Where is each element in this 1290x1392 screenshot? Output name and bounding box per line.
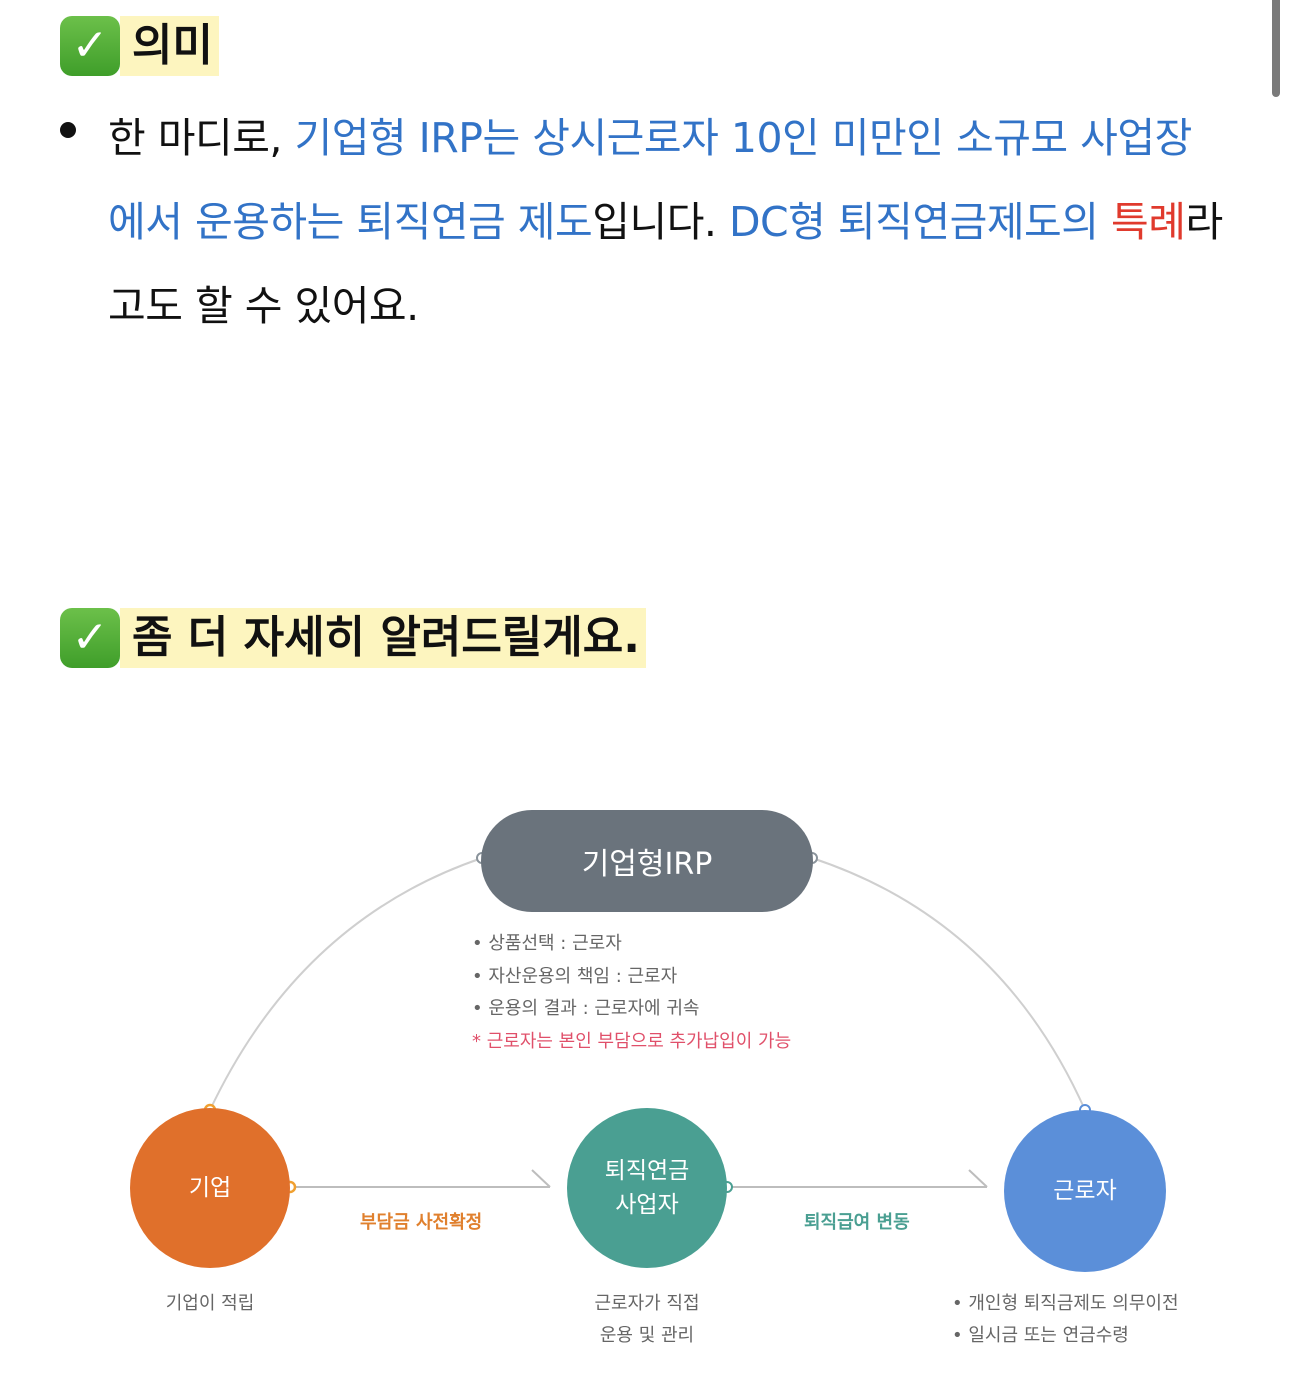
irp-info-list: • 상품선택 : 근로자 • 자산운용의 책임 : 근로자 • 운용의 결과 :… bbox=[472, 928, 791, 1058]
check-mark-icon: ✓ bbox=[60, 608, 120, 668]
node-provider-label-line1: 퇴직연금 bbox=[604, 1158, 690, 1184]
caption-provider: 근로자가 직접 운용 및 관리 bbox=[567, 1288, 727, 1352]
node-provider-label-line2: 사업자 bbox=[615, 1192, 679, 1218]
text-segment: 입니다. bbox=[592, 198, 729, 246]
info-item: • 상품선택 : 근로자 bbox=[472, 933, 622, 954]
caption-company: 기업이 적립 bbox=[165, 1293, 255, 1314]
info-item: • 운용의 결과 : 근로자에 귀속 bbox=[472, 998, 700, 1019]
node-company-label: 기업 bbox=[188, 1175, 232, 1201]
heading-meaning: ✓ 의미 bbox=[60, 16, 219, 76]
highlight-red-special-case: 특례 bbox=[1111, 198, 1186, 246]
node-company: 기업 bbox=[130, 1108, 290, 1268]
flow-label-contribution: 부담금 사전확정 bbox=[360, 1212, 483, 1233]
heading-meaning-text: 의미 bbox=[120, 16, 219, 76]
bullet-dot-icon bbox=[60, 122, 76, 138]
heading-detail: ✓ 좀 더 자세히 알려드릴게요. bbox=[60, 608, 646, 668]
info-item: • 자산운용의 책임 : 근로자 bbox=[472, 965, 678, 987]
text-segment: 라고도 할 수 있어요. bbox=[108, 198, 1223, 330]
caption-provider-line2: 운용 및 관리 bbox=[599, 1325, 695, 1346]
text-segment: 한 마디로, bbox=[108, 114, 295, 162]
highlight-blue-dc: DC형 퇴직연금제도의 bbox=[728, 198, 1112, 246]
caption-worker-line2: • 일시금 또는 연금수령 bbox=[952, 1325, 1129, 1346]
flow-label-benefit: 퇴직급여 변동 bbox=[804, 1212, 910, 1233]
node-corporate-irp: 기업형IRP bbox=[481, 810, 813, 912]
highlight-blue-definition: 기업형 IRP는 상시근로자 10인 미만인 소규모 사업장에서 운용하는 퇴직… bbox=[108, 114, 1192, 246]
check-mark-icon: ✓ bbox=[60, 16, 120, 76]
node-pension-provider: 퇴직연금 사업자 bbox=[567, 1108, 727, 1268]
node-worker-label: 근로자 bbox=[1053, 1178, 1117, 1204]
caption-worker: • 개인형 퇴직금제도 의무이전 • 일시금 또는 연금수령 bbox=[952, 1288, 1222, 1352]
node-worker: 근로자 bbox=[1004, 1110, 1166, 1272]
irp-diagram: 기업형IRP • 상품선택 : 근로자 • 자산운용의 책임 : 근로자 • 운… bbox=[120, 800, 1220, 1360]
caption-provider-line1: 근로자가 직접 bbox=[594, 1293, 700, 1314]
scrollbar[interactable] bbox=[1272, 0, 1280, 97]
caption-worker-line1: • 개인형 퇴직금제도 의무이전 bbox=[952, 1293, 1179, 1314]
heading-detail-text: 좀 더 자세히 알려드릴게요. bbox=[120, 608, 646, 668]
meaning-paragraph: 한 마디로, 기업형 IRP는 상시근로자 10인 미만인 소규모 사업장에서 … bbox=[108, 96, 1228, 348]
info-note: * 근로자는 본인 부담으로 추가납입이 가능 bbox=[472, 1030, 792, 1052]
